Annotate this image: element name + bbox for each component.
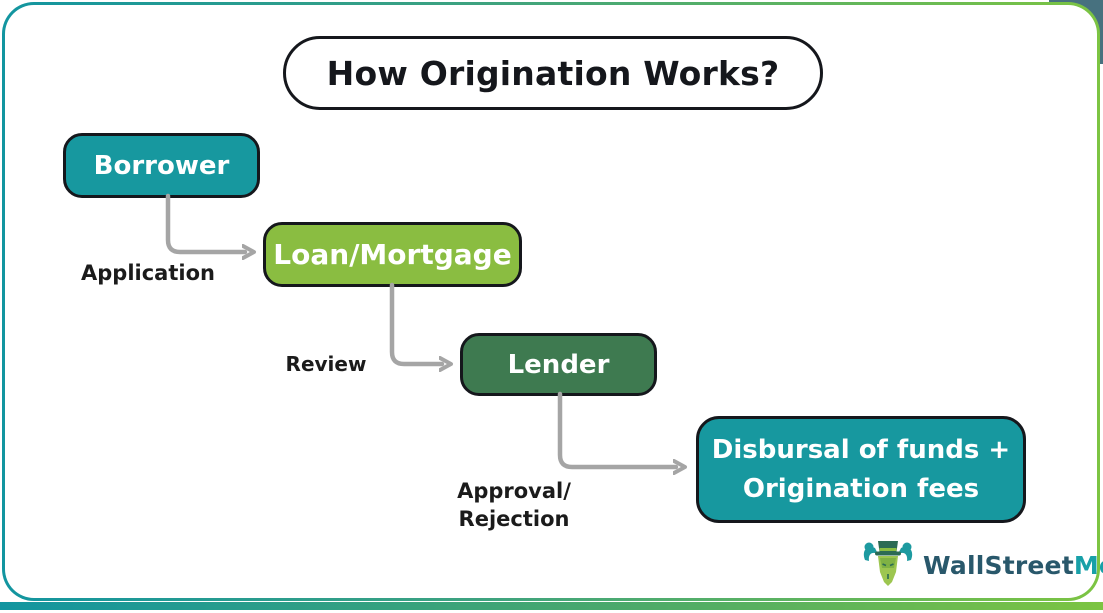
page-title: How Origination Works? [326,53,780,93]
flow-box-lender: Lender [460,333,657,396]
flow-box-loan-mortgage-label: Loan/Mortgage [273,238,512,271]
wallstreetmojo-logo: WallStreetMojo [862,537,1103,593]
wordmark-wallstreet: WallStreet [923,550,1074,580]
arrow-lender-to-disbursal [557,391,676,467]
flow-box-lender-label: Lender [507,349,610,380]
wallstreetmojo-bull-logo-icon [863,541,913,586]
arrow-label-approval-rejection: Approval/ Rejection [457,479,571,532]
arrow-label-application: Application [81,261,215,285]
wallstreetmojo-wordmark: WallStreetMojo [923,551,1103,580]
arrow-borrower-to-loan [165,193,245,252]
arrow-label-review: Review [285,352,367,376]
flow-box-borrower-label: Borrower [93,150,230,181]
title-pill: How Origination Works? [283,36,823,110]
flow-box-disbursal: Disbursal of funds + Origination fees [696,416,1026,523]
bottom-gradient-strip [0,602,1103,610]
wordmark-mojo: Mojo [1073,550,1103,580]
arrow-loan-to-lender [389,282,442,364]
flow-box-borrower: Borrower [63,133,260,198]
flow-box-disbursal-label: Disbursal of funds + Origination fees [711,434,1011,504]
flow-box-loan-mortgage: Loan/Mortgage [263,222,522,287]
